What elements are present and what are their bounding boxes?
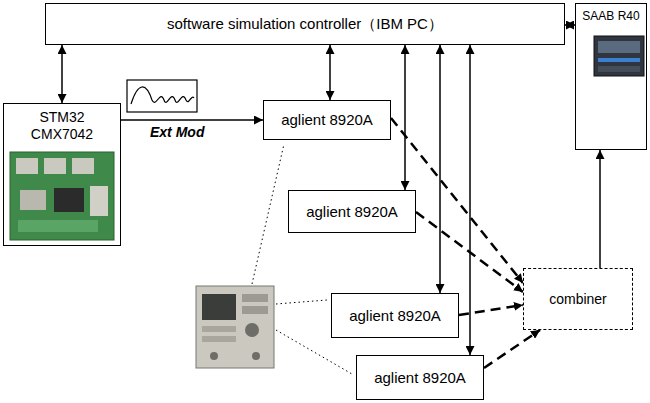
node-label: aglient 8920A — [306, 203, 398, 221]
board-component — [90, 186, 108, 216]
rf-link — [484, 330, 540, 368]
control-link — [404, 45, 406, 190]
board-trace — [18, 220, 98, 232]
instrument-connector — [210, 352, 218, 360]
circuit-board — [10, 152, 114, 240]
rack-panel — [598, 41, 640, 53]
instrument-keys — [202, 326, 236, 332]
instrument-keys — [242, 306, 268, 314]
node-label: STM32 CMX7042 — [22, 109, 102, 143]
instrument-box: aglient 8920A — [356, 355, 484, 400]
rack-panel — [598, 66, 640, 72]
instrument-keys — [202, 336, 236, 342]
controller-box: software simulation controller（IBM PC） — [45, 3, 565, 45]
board-box: STM32 CMX7042 — [3, 103, 121, 246]
instrument-box: aglient 8920A — [263, 100, 391, 140]
rf-link — [459, 305, 523, 315]
instrument-photo — [196, 286, 274, 368]
leader-line — [252, 144, 284, 284]
node-label: SAAB R40 — [582, 9, 639, 23]
control-link — [469, 45, 471, 355]
control-link — [439, 45, 441, 293]
radio-box: SAAB R40 — [575, 3, 647, 150]
rack-strip — [598, 58, 640, 62]
board-component — [72, 158, 94, 174]
instrument-keys — [242, 294, 268, 302]
instrument-knob — [245, 323, 259, 337]
board-component — [16, 158, 38, 174]
waveform-curve — [131, 87, 194, 104]
leader-line — [276, 300, 327, 304]
node-label: aglient 8920A — [349, 307, 441, 325]
node-label: combiner — [549, 291, 607, 308]
node-label: software simulation controller（IBM PC） — [167, 15, 443, 33]
control-link — [599, 150, 601, 268]
board-component — [20, 190, 46, 210]
control-link — [121, 119, 263, 121]
instrument-box: aglient 8920A — [288, 190, 416, 233]
instrument-connector — [252, 352, 260, 360]
waveform-box — [127, 80, 197, 112]
board-component — [44, 158, 66, 174]
control-link — [565, 24, 575, 26]
node-label: aglient 8920A — [374, 369, 466, 387]
control-link — [61, 45, 63, 103]
board-chip — [54, 188, 84, 212]
instrument-box: aglient 8920A — [331, 293, 459, 338]
rack-unit — [594, 36, 644, 76]
signal-label: Ext Mod — [150, 124, 204, 141]
instrument-screen — [202, 294, 236, 320]
node-label: aglient 8920A — [281, 111, 373, 129]
control-link — [329, 45, 331, 100]
combiner-box: combiner — [523, 268, 633, 330]
rf-link — [416, 212, 523, 292]
